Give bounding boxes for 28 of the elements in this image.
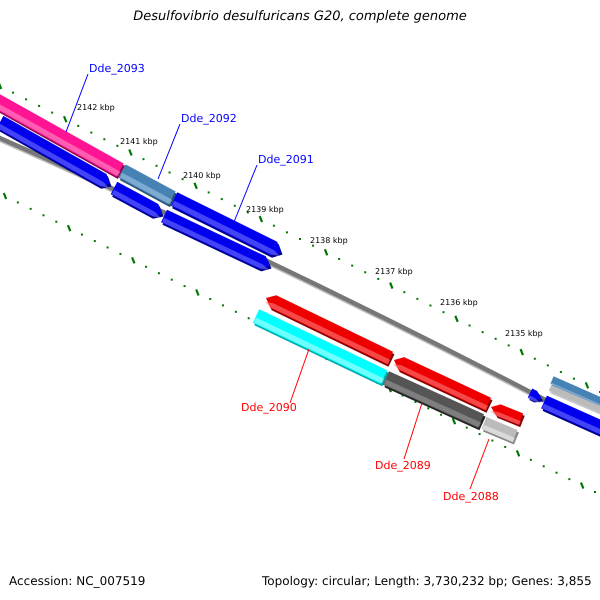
scale-label: 2142 kbp: [77, 103, 115, 112]
gene-bar: [482, 417, 519, 444]
gene-bar: [170, 192, 282, 258]
scale-label: 2140 kbp: [183, 171, 221, 180]
gene-bar: [382, 371, 486, 430]
gene-label: Dde_2090: [241, 402, 297, 415]
gene-label: Dde_2088: [443, 491, 499, 504]
gene-label: Dde_2092: [181, 113, 237, 126]
leader-line: [66, 74, 88, 132]
scale-label: 2141 kbp: [120, 137, 158, 146]
gene-bar: [252, 309, 389, 386]
scale-label: 2135 kbp: [505, 329, 543, 338]
title: Desulfovibrio desulfuricans G20, complete genome: [132, 10, 468, 25]
genome-info-text: Topology: circular; Length: 3,730,232 bp; Genes: 3,855: [262, 575, 592, 589]
leader-line: [158, 124, 180, 180]
leader-line: [404, 402, 422, 460]
gene-label: Dde_2091: [258, 154, 314, 167]
leader-line: [290, 348, 310, 404]
leader-line: [234, 164, 258, 222]
scale-label: 2139 kbp: [246, 205, 284, 214]
leader-line: [470, 438, 490, 490]
gene-label: Dde_2093: [89, 63, 145, 76]
accession-text: Accession: NC_007519: [9, 575, 146, 589]
gene-label: Dde_2089: [375, 460, 431, 473]
gene-bar: [118, 164, 178, 208]
scale-label: 2138 kbp: [310, 236, 348, 246]
scale-label: 2136 kbp: [440, 298, 478, 308]
scale-label: 2137 kbp: [375, 267, 413, 276]
